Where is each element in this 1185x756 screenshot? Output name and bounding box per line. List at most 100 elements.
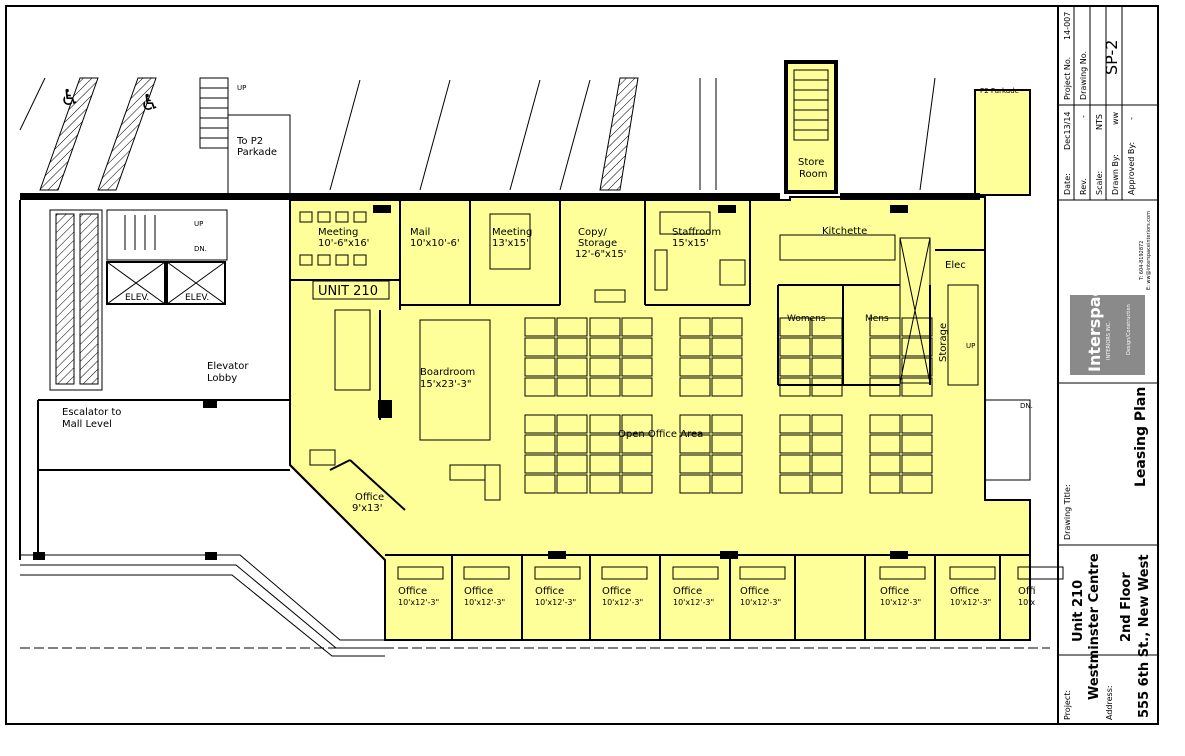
office-size: 10'x12'-3" bbox=[602, 598, 643, 607]
workstation-desk bbox=[524, 474, 556, 494]
meeting1-name: Meeting bbox=[318, 227, 358, 238]
workstation-desk bbox=[779, 454, 811, 474]
workstation-desk bbox=[679, 337, 711, 357]
workstation-desk bbox=[779, 377, 811, 397]
office-labels: Office10'x12'-3"Office10'x12'-3"Office10… bbox=[397, 566, 1064, 607]
workstation-desk bbox=[524, 414, 556, 434]
tb-drawing-title-label: Drawing Title: bbox=[1063, 484, 1072, 540]
escalators bbox=[49, 209, 103, 391]
store-room-label-1: Store bbox=[798, 157, 824, 168]
tb-date: Dec13/14 bbox=[1063, 111, 1072, 150]
tb-scale-label: Scale: bbox=[1095, 171, 1104, 195]
tb-rev-label: Rev. bbox=[1079, 178, 1088, 195]
exterior-wall bbox=[20, 193, 780, 200]
workstation-desk bbox=[556, 337, 588, 357]
workstation-desk bbox=[556, 454, 588, 474]
copy-size: 12'-6"x15' bbox=[575, 249, 626, 260]
workstation-desk bbox=[679, 377, 711, 397]
office-size: 10'x12'-3" bbox=[740, 598, 781, 607]
elec-label: Elec bbox=[945, 260, 966, 271]
workstation-desk bbox=[589, 357, 621, 377]
tb-rev: - bbox=[1079, 115, 1088, 118]
workstation-desk bbox=[869, 377, 901, 397]
workstation-desk bbox=[556, 377, 588, 397]
workstation-desk bbox=[711, 434, 743, 454]
tb-drawn-label: Drawn By: bbox=[1111, 154, 1120, 195]
workstation-desk bbox=[589, 337, 621, 357]
workstation-desk bbox=[811, 317, 843, 337]
workstation-desk bbox=[869, 434, 901, 454]
workstation-desk bbox=[589, 454, 621, 474]
workstation-desk bbox=[869, 414, 901, 434]
up-left-label: UP bbox=[194, 220, 203, 228]
office-name: Office bbox=[740, 586, 769, 597]
workstation-desk bbox=[589, 434, 621, 454]
workstation-desk bbox=[869, 474, 901, 494]
workstation-desk bbox=[901, 434, 933, 454]
office-size: 10'x bbox=[1018, 598, 1035, 607]
copy-storage: Storage bbox=[578, 238, 617, 249]
elev-label-2: ELEV. bbox=[185, 293, 209, 303]
to-parkade-label-1: To P2 bbox=[236, 136, 263, 147]
escalator-label-1: Escalator to bbox=[62, 407, 121, 418]
workstation-desk bbox=[524, 434, 556, 454]
workstation-desk bbox=[811, 474, 843, 494]
meeting2-size: 13'x15' bbox=[492, 238, 529, 249]
workstation-desk bbox=[621, 474, 653, 494]
office-name: Office bbox=[950, 586, 979, 597]
store-room-label-2: Room bbox=[799, 169, 827, 180]
workstation-desk bbox=[679, 317, 711, 337]
company-logo bbox=[1070, 295, 1145, 375]
tb-project-1: Unit 210 bbox=[1071, 580, 1086, 642]
office-name: Office bbox=[880, 586, 909, 597]
workstation-desk bbox=[711, 317, 743, 337]
workstation-desk bbox=[811, 337, 843, 357]
workstation-desk bbox=[589, 414, 621, 434]
elev-label-1: ELEV. bbox=[125, 293, 149, 303]
staffroom-size: 15'x15' bbox=[672, 238, 709, 249]
accessible-icon: ♿ bbox=[140, 91, 160, 116]
workstation-desk bbox=[869, 337, 901, 357]
mail-size: 10'x10'-6' bbox=[410, 238, 460, 249]
tb-address-label: Address: bbox=[1105, 685, 1114, 720]
elevator-lobby-label-1: Elevator bbox=[207, 361, 249, 372]
p2-parkade-label: P2 Parkade bbox=[980, 87, 1019, 95]
tb-projno: 14-007 bbox=[1063, 12, 1072, 40]
tb-project-2: Westminster Centre bbox=[1087, 553, 1102, 700]
boardroom-label-1: Boardroom bbox=[420, 367, 475, 378]
workstation-desk bbox=[901, 317, 933, 337]
workstation-desk bbox=[556, 414, 588, 434]
workstation-desk bbox=[901, 377, 933, 397]
corner-office-label-2: 9'x13' bbox=[352, 503, 383, 514]
workstation-desk bbox=[869, 454, 901, 474]
tb-scale: NTS bbox=[1095, 114, 1104, 130]
office-partitions bbox=[451, 555, 1001, 640]
workstation-desk bbox=[589, 317, 621, 337]
tb-drawno: SP-2 bbox=[1102, 40, 1121, 75]
store-room-stair bbox=[784, 60, 838, 194]
mens-label: Mens bbox=[865, 314, 889, 324]
workstation-desk bbox=[556, 357, 588, 377]
tb-address-1: 2nd Floor bbox=[1119, 572, 1134, 642]
workstation-desk bbox=[711, 454, 743, 474]
workstation-desk bbox=[811, 454, 843, 474]
copy-name: Copy/ bbox=[578, 227, 607, 238]
workstation-desk bbox=[524, 317, 556, 337]
office-desk bbox=[949, 566, 996, 580]
workstations bbox=[524, 317, 933, 494]
womens-label: Womens bbox=[787, 314, 826, 324]
elevator-lobby-label-2: Lobby bbox=[207, 373, 237, 384]
office-desk bbox=[463, 566, 510, 580]
mail-name: Mail bbox=[410, 227, 430, 238]
office-desk bbox=[534, 566, 581, 580]
stair-to-parkade: UP bbox=[199, 77, 291, 196]
workstation-desk bbox=[779, 474, 811, 494]
workstation-desk bbox=[901, 474, 933, 494]
storage-label: Storage bbox=[938, 323, 949, 362]
tb-approved-label: Approved By: bbox=[1127, 142, 1136, 195]
workstation-desk bbox=[621, 414, 653, 434]
workstation-desk bbox=[524, 357, 556, 377]
boardroom-label-2: 15'x23'-3" bbox=[420, 379, 471, 390]
tb-address-2: 555 6th St., New West bbox=[1137, 554, 1152, 718]
workstation-desk bbox=[811, 357, 843, 377]
